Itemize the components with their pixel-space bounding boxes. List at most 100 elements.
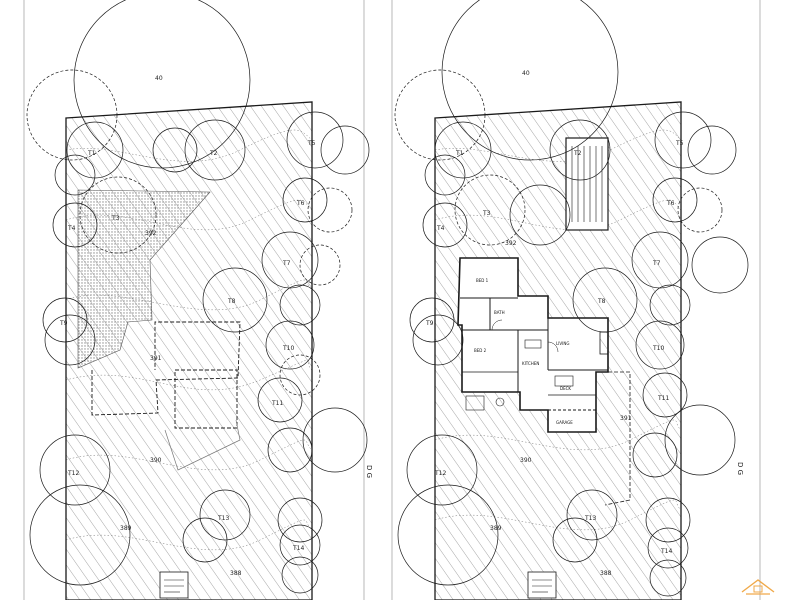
level-tag: 391 <box>620 415 632 422</box>
tree-canopy <box>642 372 688 418</box>
lot-boundary <box>434 101 682 600</box>
room-tag: LIVING <box>556 341 569 346</box>
room-tag: DECK <box>560 386 571 391</box>
tree-canopy <box>687 125 737 175</box>
tree-tag: T13 <box>217 515 229 522</box>
tree-canopy <box>572 267 638 333</box>
tree-canopy <box>645 497 691 543</box>
setback-line <box>604 371 631 506</box>
driveway-line <box>164 419 241 471</box>
tree-canopy <box>184 119 246 181</box>
tree-canopy <box>267 427 313 473</box>
tree-canopy <box>29 484 131 586</box>
tree-canopy <box>509 184 571 246</box>
tree-tag: T6 <box>296 200 305 207</box>
tree-canopy <box>307 187 353 233</box>
contour-line <box>66 519 312 551</box>
level-tag: 392 <box>145 230 157 237</box>
tree-canopy <box>199 489 251 541</box>
side-label: D G <box>365 465 373 478</box>
level-tag: 390 <box>520 457 532 464</box>
level-tag: 389 <box>490 525 502 532</box>
side-label: D G <box>736 462 744 475</box>
room-tag: GARAGE <box>556 420 573 425</box>
tree-canopy <box>39 434 111 506</box>
proposed-site-plan: BED 1 BED 2 LIVING KITCHEN BATH GARAGE D… <box>394 0 749 600</box>
tree-tag: T11 <box>271 400 283 407</box>
tree-canopy <box>282 177 328 223</box>
existing-dwelling-stipple <box>77 189 211 369</box>
tree-tag: T4 <box>67 225 76 232</box>
tree-tag: T12 <box>67 470 79 477</box>
tree-tag: T8 <box>227 298 236 305</box>
tree-tag: T8 <box>597 298 606 305</box>
level-tag: 392 <box>505 240 517 247</box>
tree-tag: T2 <box>573 150 582 157</box>
level-tag: 391 <box>150 355 162 362</box>
tree-canopy <box>549 119 611 181</box>
tree-canopy <box>281 556 319 594</box>
level-tag: 390 <box>150 457 162 464</box>
tree-tag: 40 <box>155 75 163 82</box>
tree-tag: T1 <box>87 150 96 157</box>
tree-tag: T5 <box>307 140 316 147</box>
tree-canopy <box>552 517 598 563</box>
tree-canopy <box>79 176 157 254</box>
room-tag: BED 1 <box>476 278 489 283</box>
tree-canopy <box>279 524 321 566</box>
tree-canopy <box>441 0 619 161</box>
tree-canopy <box>649 284 691 326</box>
level-tag: 389 <box>120 525 132 532</box>
tree-tag: T9 <box>59 320 68 327</box>
tree-tag: T5 <box>675 140 684 147</box>
tree-tag: T7 <box>652 260 661 267</box>
tree-canopy <box>265 320 315 370</box>
tree-canopy <box>647 527 689 569</box>
setback-line <box>91 321 241 416</box>
tree-canopy <box>454 174 526 246</box>
tree-tag: T6 <box>666 200 675 207</box>
tree-canopy <box>299 244 341 286</box>
tree-canopy <box>152 127 198 173</box>
tree-tag: T4 <box>436 225 445 232</box>
tree-canopy <box>677 187 723 233</box>
tree-canopy <box>422 202 468 248</box>
tree-canopy <box>26 69 118 161</box>
legend-box <box>527 571 557 599</box>
legend-box <box>159 571 189 599</box>
tree-tag: T9 <box>425 320 434 327</box>
shed-outline <box>174 369 238 429</box>
tree-tag: T3 <box>482 210 491 217</box>
tree-tag: T10 <box>652 345 664 352</box>
tree-tag: T11 <box>657 395 669 402</box>
tree-canopy <box>635 320 685 370</box>
tree-canopy <box>286 111 344 169</box>
tree-canopy <box>202 267 268 333</box>
tree-canopy <box>257 377 303 423</box>
tree-canopy <box>691 236 749 294</box>
room-tag: BATH <box>494 310 505 315</box>
tree-canopy <box>42 297 88 343</box>
tree-canopy <box>632 432 678 478</box>
tree-canopy <box>412 314 464 366</box>
tree-tag: 40 <box>522 70 530 77</box>
site-notes-box <box>565 137 609 231</box>
tree-canopy <box>277 497 323 543</box>
tree-tag: T13 <box>584 515 596 522</box>
contour-line <box>66 439 312 471</box>
room-tag: KITCHEN <box>522 361 539 366</box>
tree-canopy <box>44 314 96 366</box>
tree-tag: T7 <box>282 260 291 267</box>
tree-canopy <box>654 111 712 169</box>
tree-canopy <box>320 125 370 175</box>
tree-canopy <box>279 354 321 396</box>
tree-canopy <box>566 489 618 541</box>
tree-canopy <box>54 154 96 196</box>
tree-canopy <box>52 202 98 248</box>
tree-tag: T3 <box>111 215 120 222</box>
tree-tag: T1 <box>455 150 464 157</box>
tree-canopy <box>406 434 478 506</box>
tree-canopy <box>409 297 455 343</box>
lot-boundary <box>65 101 313 600</box>
